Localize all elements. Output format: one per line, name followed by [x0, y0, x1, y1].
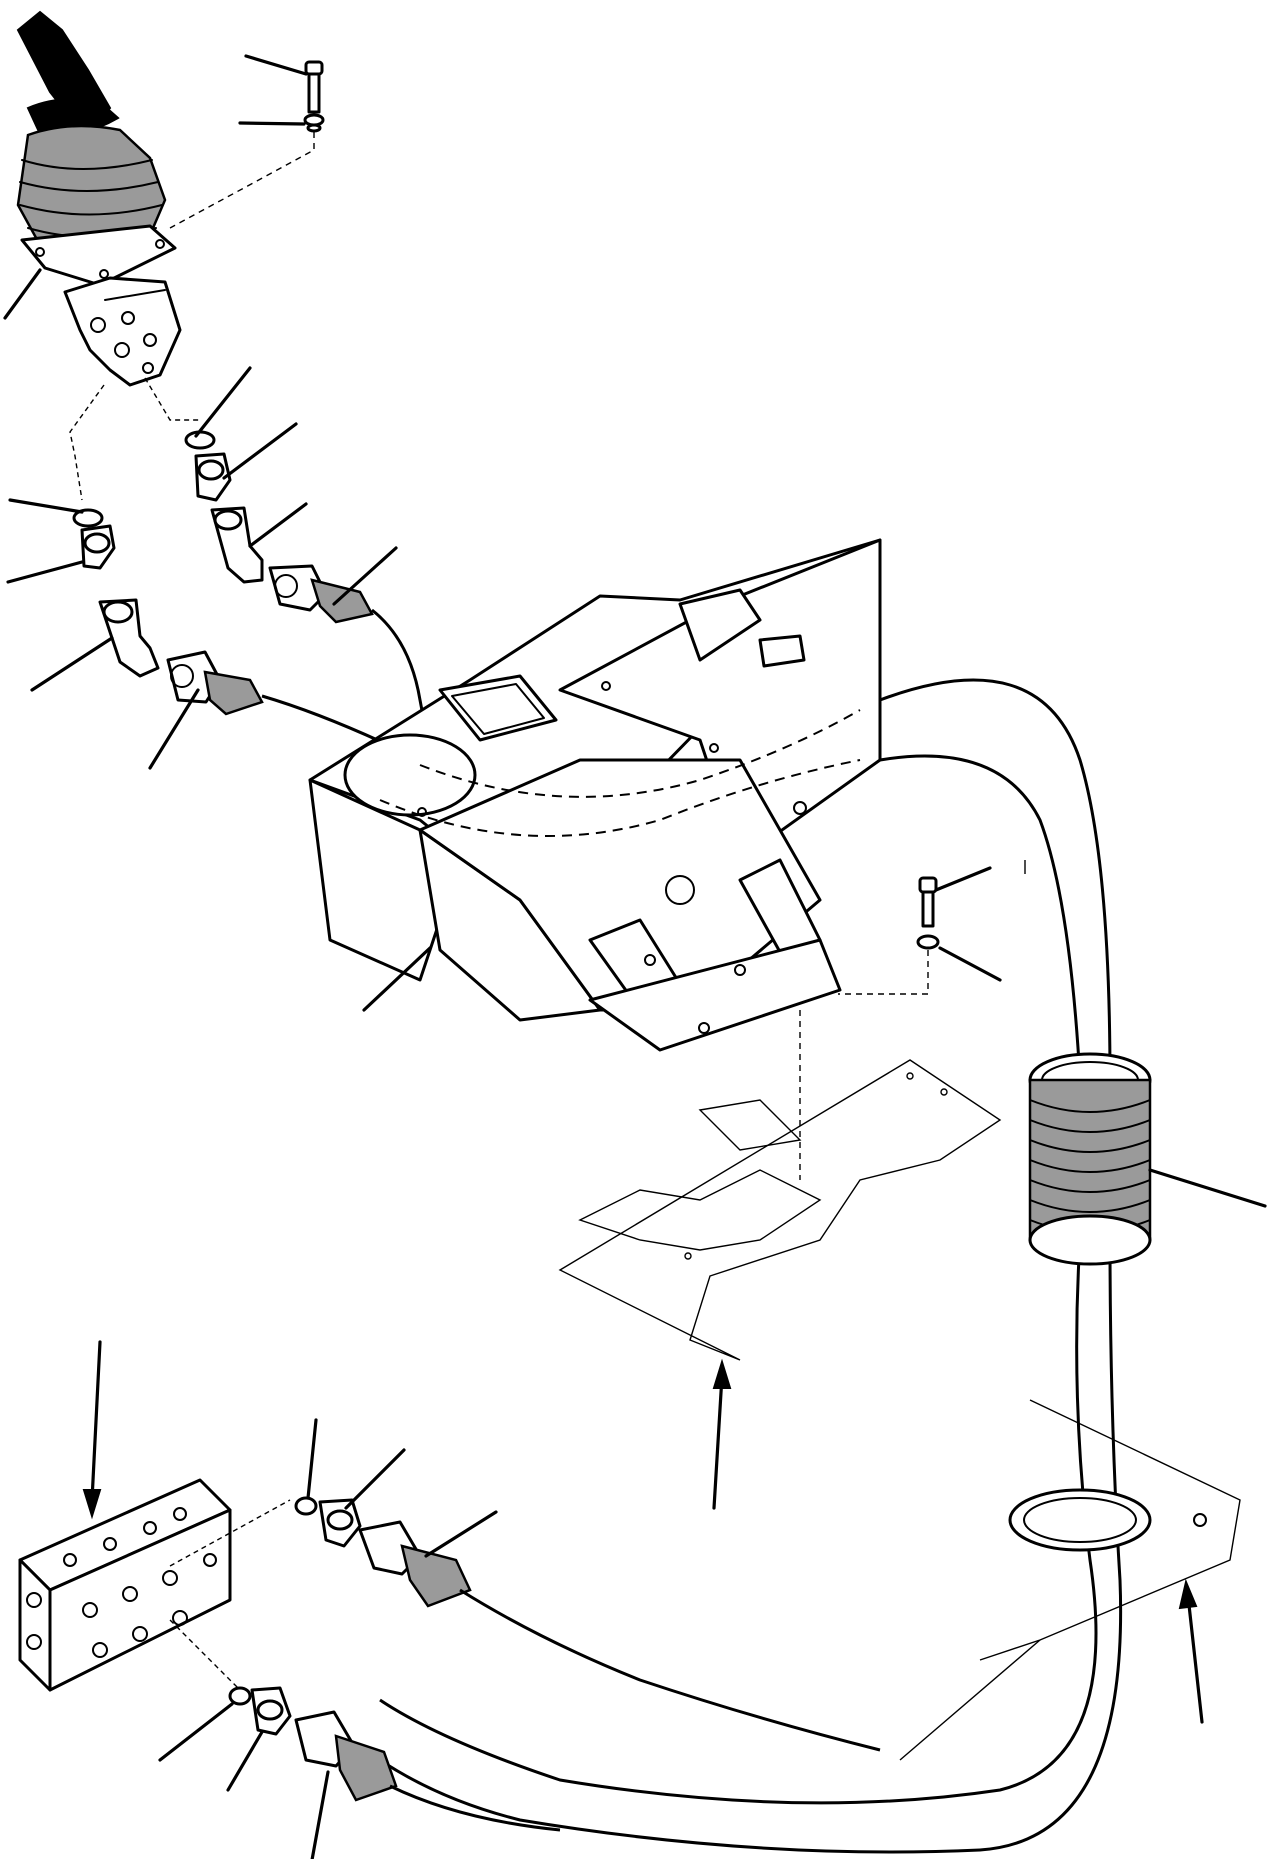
elbow-fitting-icon: [210, 506, 264, 584]
hose-end-icon: [268, 564, 374, 624]
mounting-plate-icon: [558, 1010, 1002, 1361]
arrow-head: [712, 1358, 732, 1389]
o-ring-icon: [228, 1686, 252, 1706]
console-stand-icon: [308, 538, 882, 1052]
arrow-head: [82, 1489, 102, 1520]
straight-adapter-icon: [250, 1686, 292, 1736]
right-fitting-chain: [144, 366, 471, 792]
floor-plate-icon: [899, 1399, 1241, 1761]
boot-flange: [20, 224, 177, 287]
spiral-wrap-icon: [1028, 1052, 1267, 1266]
hose-end-icon: [294, 1710, 398, 1802]
pointer-arrows: [82, 1340, 1204, 1724]
straight-adapter-icon: [318, 1498, 362, 1548]
pilot-valve-body-icon: [63, 276, 182, 387]
o-ring-icon: [72, 508, 104, 528]
left-fitting-chain: [6, 384, 421, 770]
hose-end-icon: [358, 1520, 472, 1608]
arrow-head: [1178, 1578, 1198, 1610]
bolt-icon: [918, 876, 938, 928]
lower-fitting-upper: [294, 1418, 881, 1752]
manifold-block-icon: [18, 1478, 291, 1692]
lower-fitting-lower: [158, 1686, 561, 1862]
joystick-assembly: [3, 10, 325, 387]
bolt-icon: [304, 60, 324, 114]
straight-adapter-icon: [80, 524, 116, 570]
hose-bundle: [379, 678, 1123, 1854]
straight-adapter-icon: [194, 452, 232, 502]
elbow-fitting-icon: [98, 598, 160, 678]
joystick-handle-icon: [16, 10, 120, 137]
washer-icon: [916, 934, 940, 950]
hose-end-icon: [166, 650, 264, 716]
stand-fastener: [838, 860, 1026, 995]
o-ring-icon: [184, 430, 216, 450]
o-ring-icon: [294, 1496, 318, 1516]
